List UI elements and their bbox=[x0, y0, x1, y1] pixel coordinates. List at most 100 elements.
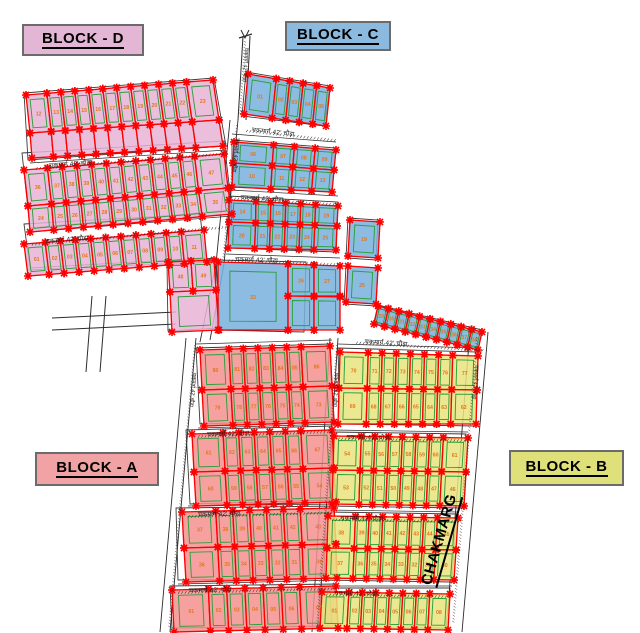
corner-node bbox=[219, 149, 229, 159]
plot-number: 22 bbox=[274, 234, 280, 240]
corner-node bbox=[161, 228, 171, 238]
plot-number: 80 bbox=[213, 368, 219, 374]
corner-node bbox=[447, 350, 458, 361]
corner-node bbox=[452, 339, 463, 350]
corner-node bbox=[181, 577, 191, 587]
plot-setback bbox=[381, 552, 393, 576]
plot-setback bbox=[138, 237, 152, 264]
corner-node bbox=[134, 262, 145, 273]
road-dimension-vertical: चकमार्ग 42' चौड़ा bbox=[222, 124, 241, 262]
plot-number: 40 bbox=[98, 180, 104, 186]
corner-node bbox=[186, 256, 196, 266]
plot-number: 27 bbox=[324, 279, 330, 285]
plot-number: 38 bbox=[69, 182, 75, 188]
corner-node bbox=[25, 227, 35, 237]
road-dimension-text: चकमार्ग 42' चौड़ा bbox=[235, 255, 278, 265]
corner-node bbox=[445, 419, 456, 429]
plot-number: 12 bbox=[299, 177, 305, 183]
plot-number: 39 bbox=[359, 531, 365, 537]
corner-node bbox=[410, 329, 421, 340]
plot-number: 01 bbox=[332, 608, 338, 614]
plot-setback bbox=[343, 356, 364, 385]
plot-setback bbox=[254, 549, 268, 577]
corner-node bbox=[164, 188, 174, 199]
plot-number: 42 bbox=[290, 525, 296, 531]
corner-node bbox=[23, 271, 33, 281]
plot-number: 30 bbox=[389, 317, 395, 323]
corner-node bbox=[162, 144, 173, 155]
plot-setback bbox=[439, 358, 451, 386]
plot-number: 04 bbox=[252, 607, 258, 613]
plot-setback bbox=[91, 93, 106, 124]
corner-node bbox=[308, 244, 319, 255]
block-label-c[interactable]: BLOCK - C bbox=[285, 21, 391, 51]
corner-node bbox=[265, 218, 276, 229]
corner-node bbox=[227, 209, 237, 219]
corner-node bbox=[315, 623, 325, 633]
block-label-d[interactable]: BLOCK - D bbox=[22, 24, 144, 56]
plot-number: 04 bbox=[82, 253, 88, 259]
block-label-a-text: BLOCK - A bbox=[56, 459, 138, 479]
plot[interactable] bbox=[191, 119, 224, 149]
corner-node bbox=[404, 384, 415, 394]
block-label-b[interactable]: BLOCK - B bbox=[509, 450, 624, 486]
plot-setback bbox=[123, 165, 138, 194]
plot-number: 35 bbox=[441, 330, 447, 336]
plot-setback bbox=[443, 475, 463, 502]
plot-number: 40 bbox=[256, 526, 262, 532]
plot-number: 06 bbox=[250, 152, 256, 158]
road-dimension-vertical: चकमार्ग 42' चौड़ा bbox=[452, 336, 480, 623]
corner-node bbox=[377, 348, 388, 359]
corner-node bbox=[159, 119, 169, 129]
corner-node bbox=[414, 311, 425, 322]
plot-number: 62 bbox=[229, 450, 235, 456]
plot-setback bbox=[369, 520, 381, 546]
plot-number: 42 bbox=[128, 177, 134, 183]
corner-node bbox=[104, 264, 114, 275]
plot-setback bbox=[425, 358, 437, 386]
plot-setback bbox=[408, 552, 421, 576]
corner-node bbox=[283, 325, 293, 335]
plot-number: 26 bbox=[298, 278, 304, 284]
plot-setback bbox=[389, 597, 401, 625]
plot-setback bbox=[112, 200, 126, 222]
plot-number: 32 bbox=[409, 322, 415, 328]
corner-node bbox=[131, 156, 141, 166]
corner-node bbox=[309, 220, 320, 230]
plot-setback bbox=[445, 441, 465, 468]
plot-setback bbox=[396, 313, 408, 330]
corner-node bbox=[25, 128, 35, 138]
corner-node bbox=[105, 148, 116, 158]
corner-node bbox=[311, 80, 322, 91]
corner-node bbox=[165, 287, 175, 297]
corner-node bbox=[441, 337, 452, 348]
block-label-a[interactable]: BLOCK - A bbox=[35, 452, 159, 486]
plot-setback bbox=[289, 472, 303, 500]
plot-strip bbox=[29, 119, 224, 159]
plot-setback bbox=[294, 169, 311, 189]
plot-number: 60 bbox=[433, 453, 439, 459]
corner-node bbox=[63, 223, 74, 234]
plot-setback bbox=[317, 268, 337, 293]
plot-setback bbox=[177, 295, 212, 327]
plot-setback bbox=[187, 515, 213, 544]
plot-number: 32 bbox=[412, 562, 418, 568]
corner-node bbox=[199, 225, 209, 235]
corner-node bbox=[306, 186, 317, 196]
plot-setback bbox=[317, 228, 334, 248]
plot-setback bbox=[27, 172, 48, 202]
corner-node bbox=[431, 334, 442, 345]
plot-number: 52 bbox=[363, 486, 369, 492]
corner-node bbox=[389, 419, 400, 429]
plot-setback bbox=[168, 235, 183, 262]
plot-setback bbox=[386, 310, 398, 327]
corner-node bbox=[145, 155, 156, 165]
plot-number: 30 bbox=[131, 207, 137, 213]
plot-number: 13 bbox=[53, 110, 59, 116]
plot-number: 16 bbox=[275, 211, 281, 217]
plot-setback bbox=[272, 435, 285, 466]
plot-number: 31 bbox=[292, 560, 298, 566]
plot-setback bbox=[291, 300, 311, 327]
plot-setback bbox=[438, 393, 450, 420]
corner-node bbox=[287, 162, 298, 172]
